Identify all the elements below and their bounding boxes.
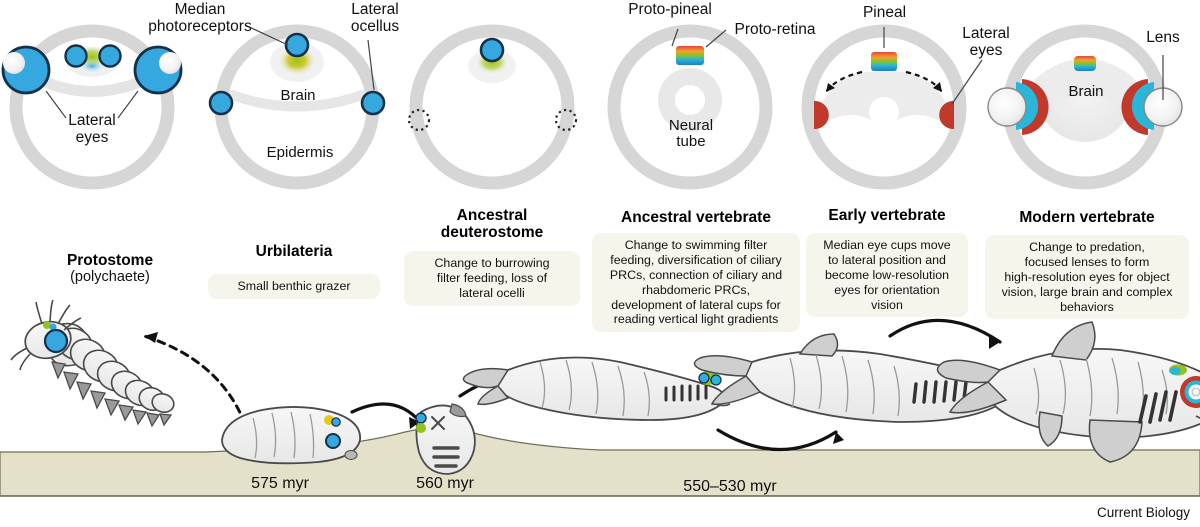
stage-protostome: Protostome (polychaete) <box>30 252 190 285</box>
ground-band <box>0 427 1200 497</box>
schematic-modern-vertebrate <box>987 24 1183 190</box>
stage-title-ancestral-deuterostome: Ancestral deuterostome <box>440 207 544 242</box>
animal-deuterostome <box>415 403 476 475</box>
stage-desc-urbilateria: Small benthic grazer <box>208 274 380 299</box>
arrow-early-modern <box>888 318 1002 349</box>
marker-560: 560 myr <box>416 475 474 492</box>
animal-polychaete <box>10 300 175 428</box>
label-lens: Lens <box>1146 29 1180 46</box>
eye-cup-left <box>801 98 829 132</box>
stage-desc-ancestral-deuterostome: Change to burrowing filter feeding, loss… <box>404 251 580 306</box>
label-median-photoreceptors: Median photoreceptors <box>148 1 252 35</box>
stage-ancestral-deuterostome: Ancestral deuterostome Change to burrowi… <box>404 207 580 306</box>
label-lateral-eyes-2: Lateral eyes <box>962 25 1010 59</box>
stage-early-vertebrate: Early vertebrate Median eye cups move to… <box>806 207 968 318</box>
stage-desc-early-vertebrate: Median eye cups move to lateral position… <box>806 233 968 318</box>
label-lateral-eyes-1: Lateral eyes <box>68 112 116 146</box>
schematics-layer <box>1 24 1183 190</box>
marker-550-530: 550–530 myr <box>683 478 777 495</box>
stage-desc-modern-vertebrate: Change to predation, focused lenses to f… <box>985 235 1189 320</box>
arrow-urbilateria-deuterostome <box>350 402 422 429</box>
stage-title-ancestral-vertebrate: Ancestral vertebrate <box>621 209 771 226</box>
stage-ancestral-vertebrate: Ancestral vertebrate Change to swimming … <box>592 209 800 333</box>
label-lateral-ocellus: Lateral ocellus <box>350 1 400 35</box>
arrow-ancestral-early <box>716 428 844 452</box>
arrow-to-polychaete <box>142 332 247 426</box>
eye-cup-right <box>939 98 967 132</box>
schematic-protostome <box>1 24 183 190</box>
timeline-layer <box>0 300 1200 497</box>
eye-modern-left <box>987 76 1049 138</box>
stage-subtitle-protostome: (polychaete) <box>70 269 150 286</box>
schematic-ancestral-vertebrate <box>607 24 773 190</box>
stage-title-modern-vertebrate: Modern vertebrate <box>1019 209 1155 226</box>
label-pineal: Pineal <box>862 4 907 21</box>
label-epidermis: Epidermis <box>266 144 334 161</box>
journal-credit: Current Biology <box>1096 505 1190 520</box>
migration-arrows <box>825 70 943 93</box>
label-brain-2: Brain <box>1068 83 1104 100</box>
animal-ancestral-vertebrate <box>462 356 731 421</box>
stage-title-protostome: Protostome <box>66 252 154 269</box>
stage-modern-vertebrate: Modern vertebrate Change to predation, f… <box>985 209 1189 320</box>
stage-urbilateria: Urbilateria Small benthic grazer <box>208 243 380 299</box>
label-brain-1: Brain <box>280 87 316 104</box>
schematic-early-vertebrate <box>801 24 983 190</box>
label-neural-tube: Neural tube <box>668 117 714 151</box>
animal-urbilateria <box>221 406 361 465</box>
animal-modern-vertebrate <box>936 321 1200 463</box>
label-proto-retina: Proto-retina <box>734 21 816 38</box>
schematic-urbilateria <box>208 24 386 190</box>
schematic-ancestral-deuterostome <box>407 24 578 190</box>
stage-title-urbilateria: Urbilateria <box>255 243 333 260</box>
stage-desc-ancestral-vertebrate: Change to swimming filter feeding, diver… <box>592 233 800 333</box>
marker-575: 575 myr <box>251 475 309 492</box>
stage-title-early-vertebrate: Early vertebrate <box>828 207 946 224</box>
label-proto-pineal: Proto-pineal <box>628 1 712 18</box>
eye-modern-right <box>1121 76 1183 138</box>
